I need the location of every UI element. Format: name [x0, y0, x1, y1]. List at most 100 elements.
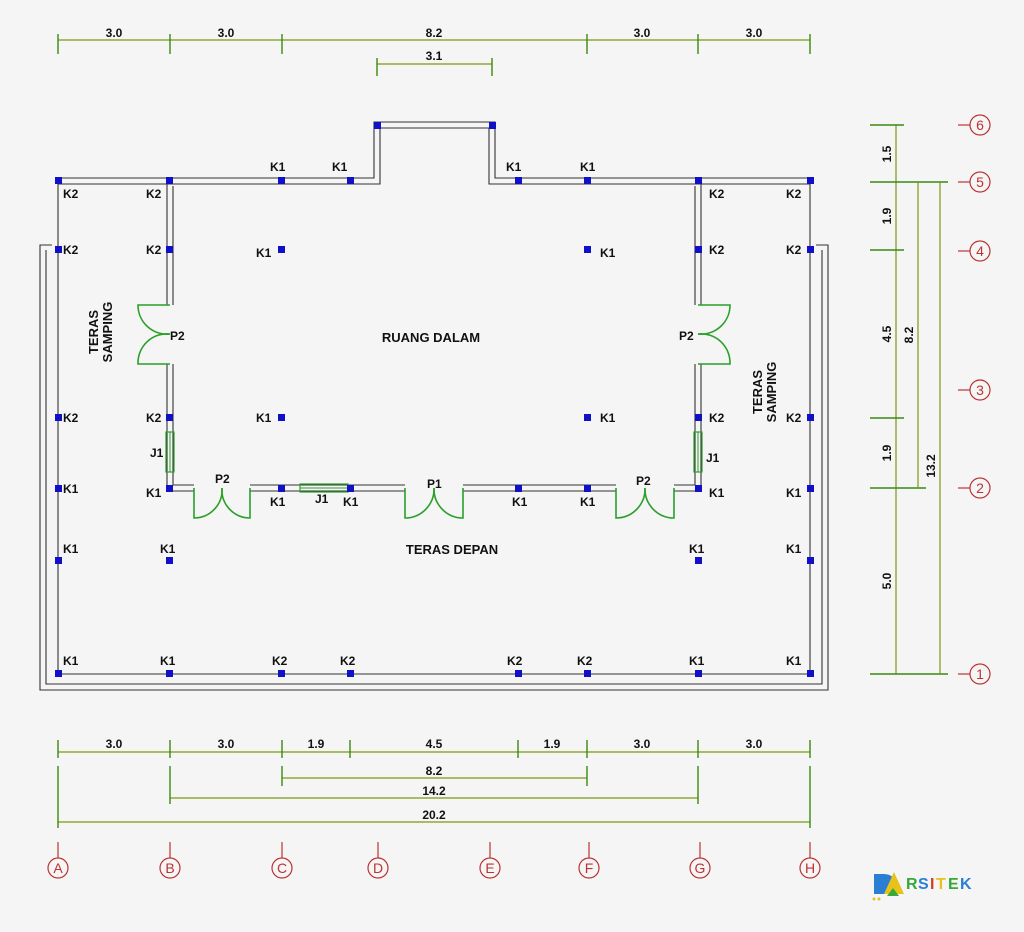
dim-label: 3.0	[746, 26, 763, 40]
window-label: J1	[706, 451, 720, 465]
dim-label: 3.0	[634, 26, 651, 40]
column-marker	[55, 414, 62, 421]
grid-bubble-row: 6	[976, 117, 984, 133]
right-dimension-chain: 1.5 1.9 4.5 1.9 5.0 8.2 13.2	[870, 124, 948, 675]
column-marker	[278, 246, 285, 253]
column-labels: K2 K2 K1 K1 K1 K1 K2 K2 K2 K2 K1 K1 K2 K…	[63, 160, 802, 668]
grid-bubbles-rows: 6 5 4 3 2 1	[958, 114, 991, 685]
building-walls	[58, 121, 810, 492]
column-marker	[166, 414, 173, 421]
grid-bubble-col: B	[165, 860, 174, 876]
column-marker	[584, 414, 591, 421]
column-marker	[695, 414, 702, 421]
column-label: K2	[340, 654, 356, 668]
dim-total-label: 8.2	[902, 326, 916, 343]
column-label: K1	[160, 542, 176, 556]
dim-label: 3.0	[218, 26, 235, 40]
grid-bubble-col: A	[53, 860, 63, 876]
column-label: K2	[709, 243, 725, 257]
column-label: K1	[270, 160, 286, 174]
column-marker	[515, 485, 522, 492]
column-marker	[807, 670, 814, 677]
window-label: J1	[150, 446, 164, 460]
column-marker	[278, 414, 285, 421]
door-label: P2	[170, 329, 185, 343]
grid-bubble-col: D	[373, 860, 383, 876]
dim-label: 1.9	[880, 444, 894, 461]
column-label: K2	[146, 411, 162, 425]
column-marker	[489, 122, 496, 129]
column-marker	[55, 246, 62, 253]
dim-label: 5.0	[880, 572, 894, 589]
door-label: P1	[427, 477, 442, 491]
column-label: K1	[689, 654, 705, 668]
column-marker	[695, 177, 702, 184]
column-marker	[166, 670, 173, 677]
door-window-labels: P2 P2 P2 P1 P2 J1 J1 J1	[150, 329, 720, 506]
column-label: K2	[507, 654, 523, 668]
column-marker	[347, 177, 354, 184]
column-label: K1	[786, 486, 802, 500]
column-marker	[695, 246, 702, 253]
column-marker	[584, 177, 591, 184]
column-marker	[166, 246, 173, 253]
column-marker	[807, 177, 814, 184]
column-label: K1	[580, 160, 596, 174]
room-name-teras-samping-right: TERAS	[750, 370, 765, 414]
column-label: K1	[63, 654, 79, 668]
column-label: K1	[786, 542, 802, 556]
dim-label: 3.0	[634, 737, 651, 751]
column-marker	[55, 670, 62, 677]
column-label: K2	[63, 411, 79, 425]
column-label: K1	[256, 411, 272, 425]
column-label: K2	[709, 187, 725, 201]
top-dimension-chain: 3.0 3.0 8.2 3.0 3.0	[57, 26, 811, 54]
column-label: K1	[332, 160, 348, 174]
grid-bubble-col: C	[277, 860, 287, 876]
columns	[55, 122, 814, 677]
column-label: K2	[786, 243, 802, 257]
dim-total-label: 8.2	[426, 764, 443, 778]
dim-total-label: 13.2	[924, 454, 938, 478]
windows	[165, 431, 703, 493]
column-marker	[695, 670, 702, 677]
dim-label: 1.5	[880, 145, 894, 162]
room-name-teras-samping-left: TERAS	[86, 310, 101, 354]
column-marker	[166, 557, 173, 564]
grid-bubble-col: E	[485, 860, 494, 876]
room-name-teras-depan: TERAS DEPAN	[406, 542, 498, 557]
column-label: K1	[160, 654, 176, 668]
dim-label: 1.9	[544, 737, 561, 751]
column-label: K2	[786, 187, 802, 201]
grid-bubble-col: H	[805, 860, 815, 876]
svg-text:T: T	[936, 876, 946, 893]
column-marker	[55, 177, 62, 184]
dim-label: 1.9	[880, 207, 894, 224]
column-marker	[695, 557, 702, 564]
grid-bubble-row: 4	[976, 243, 984, 259]
svg-text:S: S	[918, 876, 929, 893]
column-marker	[807, 414, 814, 421]
column-marker	[166, 177, 173, 184]
column-marker	[374, 122, 381, 129]
column-label: K2	[709, 411, 725, 425]
column-marker	[278, 670, 285, 677]
column-label: K1	[146, 486, 162, 500]
grid-bubble-row: 1	[976, 666, 984, 682]
dim-total-label: 20.2	[422, 808, 446, 822]
bottom-dimension-chain: 3.0 3.0 1.9 4.5 1.9 3.0 3.0 8.2 14.2 20.…	[57, 737, 811, 828]
column-marker	[278, 485, 285, 492]
column-label: K1	[786, 654, 802, 668]
column-marker	[584, 246, 591, 253]
column-label: K2	[577, 654, 593, 668]
column-label: K1	[343, 495, 359, 509]
column-label: K1	[600, 246, 616, 260]
dim-total-label: 14.2	[422, 784, 446, 798]
column-label: K2	[272, 654, 288, 668]
column-marker	[347, 485, 354, 492]
grid-bubbles-columns: A B C D E F G H	[47, 842, 821, 879]
column-marker	[695, 485, 702, 492]
column-label: K2	[146, 243, 162, 257]
dim-label: 8.2	[426, 26, 443, 40]
column-label: K1	[256, 246, 272, 260]
